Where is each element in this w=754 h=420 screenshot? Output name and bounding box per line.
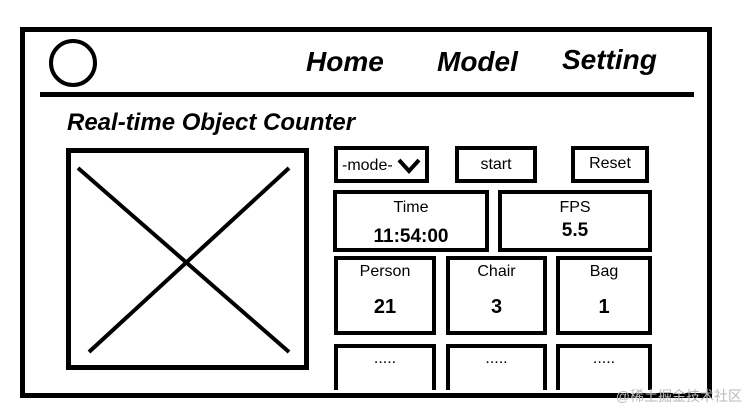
count-value: 3 (490, 296, 503, 318)
reset-button[interactable]: Reset (571, 146, 649, 183)
time-panel: Time 11:54:00 (333, 190, 489, 252)
fps-value: 5.5 (561, 220, 589, 241)
count-card-chair: Chair 3 (446, 256, 547, 335)
nav-model[interactable]: Model (437, 46, 518, 77)
count-card-more: ..... (446, 344, 547, 390)
circle-logo-icon[interactable] (49, 39, 97, 87)
start-button[interactable]: start (455, 146, 537, 183)
time-value: 11:54:00 (373, 226, 449, 247)
more-label: ..... (485, 350, 508, 367)
count-value: 1 (598, 296, 610, 318)
count-label: Bag (589, 263, 619, 280)
count-card-more: ..... (334, 344, 436, 390)
count-card-more: ..... (556, 344, 652, 390)
count-card-person: Person 21 (334, 256, 436, 335)
count-label: Person (359, 263, 411, 280)
nav-setting[interactable]: Setting (562, 44, 657, 75)
fps-panel: FPS 5.5 (498, 190, 652, 252)
count-value: 21 (373, 296, 397, 318)
header-divider (40, 92, 694, 97)
chevron-down-icon (397, 158, 421, 174)
app-window-frame (20, 27, 712, 398)
count-card-bag: Bag 1 (556, 256, 652, 335)
nav-home[interactable]: Home (306, 46, 384, 77)
fps-label: FPS (559, 199, 591, 216)
page-title: Real-time Object Counter (67, 109, 356, 136)
time-label: Time (393, 199, 429, 216)
more-label: ..... (373, 350, 397, 367)
video-preview (66, 148, 309, 370)
watermark: @稀土掘金技术社区 (615, 388, 742, 404)
mode-dropdown-value: -mode- (342, 157, 393, 174)
mode-dropdown[interactable]: -mode- (334, 146, 429, 183)
count-label: Chair (477, 263, 516, 280)
more-label: ..... (592, 350, 616, 367)
image-placeholder-x-icon (76, 166, 291, 354)
